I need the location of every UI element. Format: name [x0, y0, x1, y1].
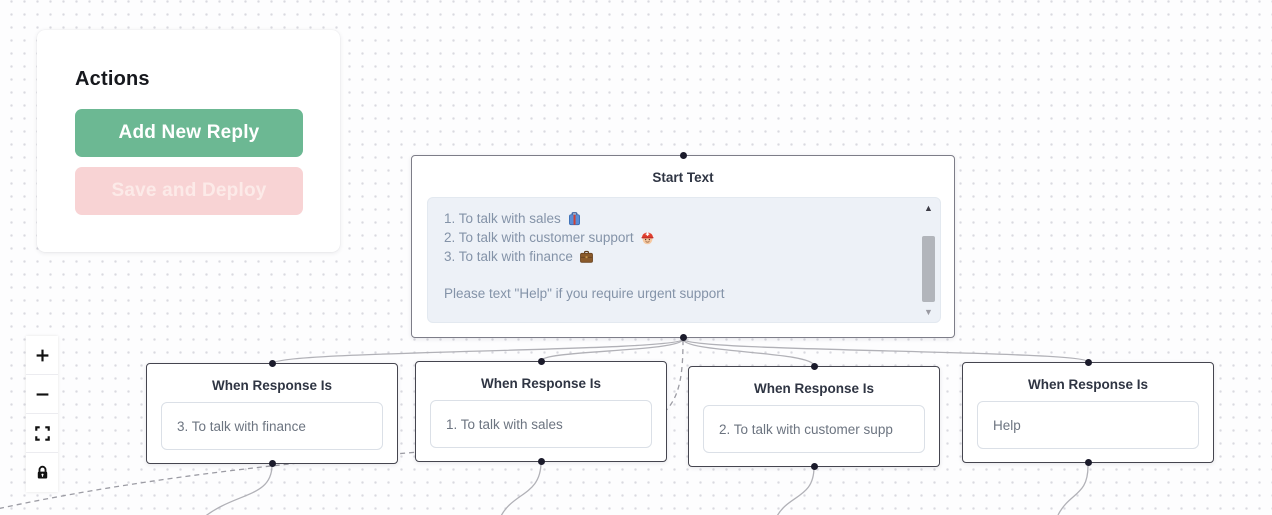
edge-start-to-help: [682, 338, 1089, 363]
message-scrollbar[interactable]: ▲ ▼: [921, 202, 936, 318]
actions-panel: Actions Add New Reply Save and Deploy: [37, 30, 340, 252]
plus-icon: [36, 349, 48, 361]
zoom-out-button[interactable]: [26, 375, 58, 414]
response-value-input[interactable]: [161, 402, 383, 450]
response-node-finance[interactable]: When Response Is: [146, 360, 398, 467]
actions-panel-title: Actions: [75, 68, 150, 90]
scroll-up-arrow[interactable]: ▲: [924, 203, 933, 213]
response-node-title: When Response Is: [480, 376, 602, 391]
response-node-support[interactable]: When Response Is: [688, 363, 940, 470]
message-line: 1. To talk with sales: [444, 209, 906, 228]
response-value-input[interactable]: [977, 401, 1199, 449]
save-and-deploy-button[interactable]: Save and Deploy: [75, 167, 303, 215]
edge-help-out: [1057, 465, 1089, 515]
response-node-sales[interactable]: When Response Is: [415, 358, 667, 465]
start-text-node[interactable]: Start Text 1. To talk with sales 2. To t…: [411, 152, 955, 341]
message-line-text: 3. To talk with finance: [444, 249, 573, 264]
scrollbar-thumb[interactable]: [922, 236, 935, 302]
briefcase-emoji: [579, 250, 593, 263]
edge-sales-out: [500, 461, 542, 515]
response-node-bottom-handle[interactable]: [810, 463, 818, 470]
response-node-help[interactable]: When Response Is: [962, 359, 1214, 466]
response-node-title: When Response Is: [211, 378, 333, 393]
edge-start-to-sales: [540, 338, 684, 362]
response-node-title: When Response Is: [1027, 377, 1149, 392]
add-new-reply-button[interactable]: Add New Reply: [75, 109, 303, 157]
zoom-controls: [26, 336, 58, 492]
fit-view-button[interactable]: [26, 414, 58, 453]
edge-finance-out: [206, 464, 273, 515]
response-value-input[interactable]: [703, 405, 925, 453]
rescue-helmet-emoji: [641, 232, 654, 245]
response-node-bottom-handle[interactable]: [268, 460, 276, 467]
response-node-top-handle[interactable]: [810, 363, 818, 370]
start-node-bottom-handle[interactable]: [679, 334, 687, 341]
start-node-title: Start Text: [652, 170, 714, 185]
minus-icon: [36, 392, 48, 396]
start-message-box[interactable]: 1. To talk with sales 2. To talk with cu…: [427, 197, 941, 323]
message-line-text: 2. To talk with customer support: [444, 230, 634, 245]
response-node-top-handle[interactable]: [1084, 359, 1092, 366]
response-node-top-handle[interactable]: [268, 360, 276, 367]
response-node-bottom-handle[interactable]: [1084, 459, 1092, 466]
message-line: 3. To talk with finance: [444, 247, 906, 266]
lock-button[interactable]: [26, 453, 58, 492]
response-value-input[interactable]: [430, 400, 652, 448]
message-line-text: 1. To talk with sales: [444, 211, 561, 226]
response-node-title: When Response Is: [753, 381, 875, 396]
scroll-down-arrow[interactable]: ▼: [924, 307, 933, 317]
message-line: 2. To talk with customer support: [444, 228, 906, 247]
start-node-top-handle[interactable]: [679, 152, 687, 159]
lock-icon: [37, 465, 47, 479]
zoom-in-button[interactable]: [26, 336, 58, 375]
message-note: Please text "Help" if you require urgent…: [444, 286, 725, 301]
luggage-emoji: [568, 212, 580, 226]
response-node-bottom-handle[interactable]: [537, 458, 545, 465]
edge-support-out: [777, 466, 815, 515]
response-node-top-handle[interactable]: [537, 358, 545, 365]
fit-view-icon: [34, 425, 50, 441]
edge-start-to-support: [682, 338, 815, 367]
